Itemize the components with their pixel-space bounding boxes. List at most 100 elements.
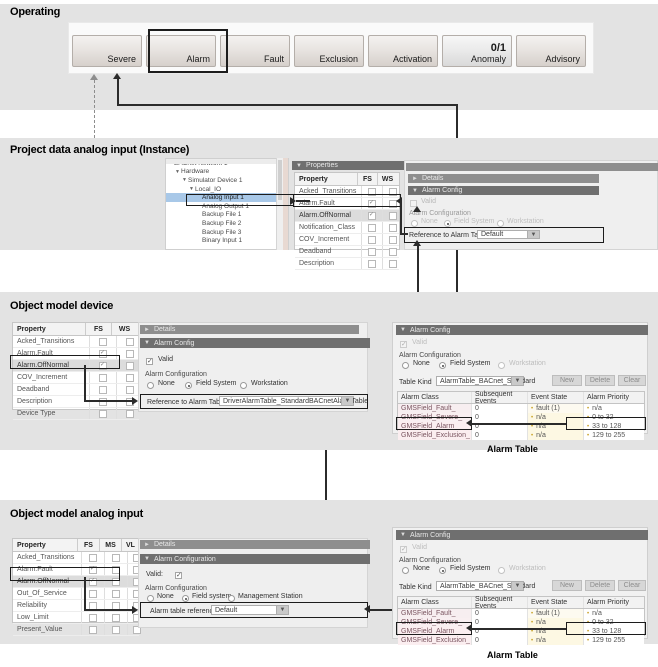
alarm-table-cell[interactable]: •n/a bbox=[528, 431, 584, 440]
property-row[interactable]: Acked_Transitions bbox=[13, 336, 139, 348]
flag-checkbox[interactable] bbox=[126, 349, 134, 358]
property-row[interactable]: Alarm.OffNormal✓ bbox=[13, 576, 141, 588]
property-row[interactable]: Acked_Transitions bbox=[295, 186, 399, 198]
property-row[interactable]: Low_Limit bbox=[13, 612, 141, 624]
property-flag-cell[interactable] bbox=[361, 234, 382, 245]
alarm-table-column-header[interactable]: Alarm Class bbox=[398, 392, 472, 403]
alarm-table-cell[interactable]: •129 to 255 bbox=[584, 431, 644, 440]
alarm-table-column-header[interactable]: Event State bbox=[528, 597, 584, 608]
property-flag-cell[interactable] bbox=[382, 222, 403, 233]
omd-ac-table-kind-combo[interactable]: AlarmTable_BACnet_Standard ▼ bbox=[436, 376, 535, 386]
property-row[interactable]: Notification_Class bbox=[295, 222, 399, 234]
omai-ac-valid-checkbox[interactable] bbox=[400, 546, 407, 553]
flag-checkbox[interactable] bbox=[126, 361, 134, 370]
omd-valid-checkbox[interactable] bbox=[146, 358, 153, 365]
flag-checkbox[interactable] bbox=[389, 211, 397, 220]
property-row[interactable]: Deadband bbox=[295, 246, 399, 258]
alarm-table-cell[interactable]: GMSField_Exclusion_ bbox=[398, 636, 472, 645]
pd-alarm-config-header[interactable]: ▼ Alarm Config bbox=[408, 186, 599, 195]
flag-checkbox[interactable] bbox=[126, 385, 134, 394]
flag-checkbox[interactable] bbox=[368, 187, 376, 196]
alarm-table-cell[interactable]: •fault (1) bbox=[528, 404, 584, 413]
omd-ac-radio-none[interactable] bbox=[402, 362, 409, 369]
column-header[interactable]: MS bbox=[99, 539, 121, 551]
alarm-table-row[interactable]: GMSField_Alarm_0•n/a•33 to 128 bbox=[398, 422, 644, 431]
property-row[interactable]: Alarm.Fault✓ bbox=[13, 564, 141, 576]
property-flag-cell[interactable] bbox=[116, 408, 143, 419]
op-button-alarm[interactable]: Alarm bbox=[146, 35, 216, 67]
dropdown-arrow-icon[interactable]: ▼ bbox=[511, 377, 523, 385]
property-flag-cell[interactable] bbox=[104, 612, 127, 623]
flag-checkbox[interactable] bbox=[126, 409, 134, 418]
column-header[interactable]: FS bbox=[85, 323, 111, 335]
tree-item[interactable]: Backup File 1 bbox=[166, 211, 288, 220]
omd-ac-new-button[interactable]: New bbox=[552, 375, 582, 386]
alarm-table-cell[interactable]: •n/a bbox=[528, 636, 584, 645]
op-button-advisory[interactable]: Advisory bbox=[516, 35, 586, 67]
alarm-table-column-header[interactable]: Subsequent Events bbox=[472, 391, 528, 405]
alarm-table-cell[interactable]: •n/a bbox=[584, 609, 644, 618]
flag-checkbox[interactable]: ✓ bbox=[99, 349, 107, 358]
omai-radio-field-system[interactable] bbox=[182, 595, 189, 602]
omd-ac-radio-workstation[interactable] bbox=[498, 362, 505, 369]
property-flag-cell[interactable] bbox=[361, 258, 382, 269]
property-row[interactable]: Alarm.OffNormal✓ bbox=[295, 210, 399, 222]
flag-checkbox[interactable] bbox=[112, 553, 120, 562]
alarm-table-row[interactable]: GMSField_Fault_0•fault (1)•n/a bbox=[398, 609, 644, 618]
property-flag-cell[interactable] bbox=[89, 372, 116, 383]
project-tree[interactable]: ▼BACnet Network 1▼Hardware▼Simulator Dev… bbox=[166, 159, 288, 245]
alarm-table-column-header[interactable]: Subsequent Events bbox=[472, 596, 528, 610]
omai-radio-management-station[interactable] bbox=[228, 595, 235, 602]
omai-valid-checkbox[interactable] bbox=[175, 572, 182, 579]
property-flag-cell[interactable] bbox=[127, 624, 146, 635]
tree-scrollbar[interactable] bbox=[276, 158, 283, 250]
alarm-table-cell[interactable]: 0 bbox=[472, 609, 528, 618]
property-flag-cell[interactable] bbox=[104, 624, 127, 635]
flag-checkbox[interactable]: ✓ bbox=[368, 211, 376, 220]
dropdown-arrow-icon[interactable]: ▼ bbox=[527, 231, 539, 238]
flag-checkbox[interactable] bbox=[99, 373, 107, 382]
omd-ac-clear-button[interactable]: Clear bbox=[618, 375, 646, 386]
column-header[interactable]: WS bbox=[111, 323, 137, 335]
flag-checkbox[interactable]: ✓ bbox=[99, 361, 107, 370]
flag-checkbox[interactable] bbox=[126, 337, 134, 346]
property-flag-cell[interactable] bbox=[116, 360, 143, 371]
omd-details-header[interactable]: ► Details bbox=[140, 325, 359, 334]
property-flag-cell[interactable] bbox=[81, 624, 104, 635]
property-flag-cell[interactable] bbox=[382, 246, 403, 257]
alarm-table-cell[interactable]: GMSField_Fault_ bbox=[398, 609, 472, 618]
column-header[interactable]: FS bbox=[77, 539, 99, 551]
property-flag-cell[interactable] bbox=[116, 348, 143, 359]
alarm-table-cell[interactable]: 0 bbox=[472, 627, 528, 636]
pd-reference-combo[interactable]: Default ▼ bbox=[477, 230, 540, 239]
property-flag-cell[interactable]: ✓ bbox=[81, 564, 104, 575]
op-button-anomaly[interactable]: 0/1 Anomaly bbox=[442, 35, 512, 67]
flag-checkbox[interactable] bbox=[368, 235, 376, 244]
property-flag-cell[interactable] bbox=[89, 384, 116, 395]
op-button-exclusion[interactable]: Exclusion bbox=[294, 35, 364, 67]
op-button-severe[interactable]: Severe bbox=[72, 35, 142, 67]
alarm-table-column-header[interactable]: Alarm Priority bbox=[587, 394, 630, 401]
tree-item[interactable]: ▼Hardware bbox=[166, 168, 288, 177]
property-flag-cell[interactable] bbox=[116, 336, 143, 347]
property-flag-cell[interactable] bbox=[104, 552, 127, 563]
property-row[interactable]: Deadband bbox=[13, 384, 139, 396]
tree-scrollbar-thumb[interactable] bbox=[278, 160, 282, 200]
pd-properties-header[interactable]: ▼ Properties bbox=[292, 161, 406, 170]
omai-reference-combo[interactable]: Default ▼ bbox=[211, 605, 289, 615]
alarm-table-cell[interactable]: 0 bbox=[472, 636, 528, 645]
pd-radio-workstation[interactable] bbox=[497, 220, 504, 227]
property-flag-cell[interactable] bbox=[89, 396, 116, 407]
column-header[interactable]: Property bbox=[299, 175, 328, 183]
omd-radio-workstation[interactable] bbox=[240, 382, 247, 389]
omai-ac-delete-button[interactable]: Delete bbox=[585, 580, 615, 591]
omai-ac-radio-none[interactable] bbox=[402, 567, 409, 574]
property-flag-cell[interactable] bbox=[361, 246, 382, 257]
property-row[interactable]: Device Type bbox=[13, 408, 139, 420]
property-row[interactable]: COV_Increment bbox=[295, 234, 399, 246]
property-flag-cell[interactable] bbox=[104, 576, 127, 587]
omai-ac-radio-workstation[interactable] bbox=[498, 567, 505, 574]
